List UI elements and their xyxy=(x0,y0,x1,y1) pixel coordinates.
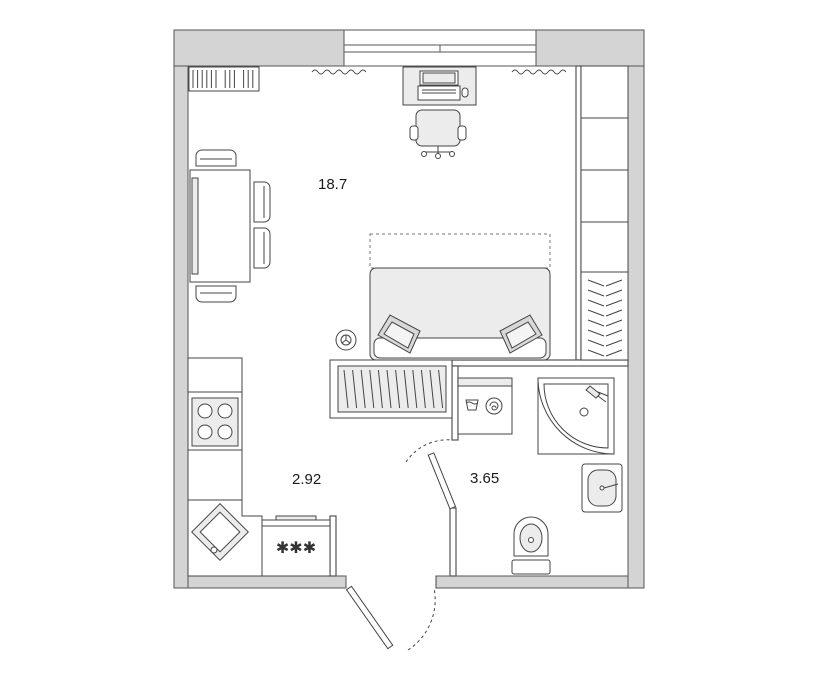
window xyxy=(343,29,537,67)
bookshelf-icon xyxy=(188,66,260,92)
sofa-area-outline xyxy=(369,233,551,269)
svg-text:✱✱✱: ✱✱✱ xyxy=(276,538,316,557)
hanger xyxy=(587,349,605,357)
bathroom-door xyxy=(405,439,457,510)
hanger xyxy=(587,339,605,347)
hanger xyxy=(605,319,623,327)
hanger xyxy=(343,369,349,409)
fridge-icon: ✱✱✱ xyxy=(261,515,331,577)
washbasin-icon xyxy=(581,463,623,513)
hanger xyxy=(605,289,623,297)
hanger xyxy=(369,369,375,409)
hanger xyxy=(605,339,623,347)
kitchen-sink-icon xyxy=(187,499,263,577)
hanger xyxy=(587,309,605,317)
hall-wardrobe-icon xyxy=(329,359,453,419)
room-area-kitchen: 2.92 xyxy=(292,471,321,488)
washing-machine-icon xyxy=(457,377,513,435)
hanger xyxy=(377,369,383,409)
hanger xyxy=(360,369,366,409)
hanger xyxy=(587,279,605,287)
laptop-icon xyxy=(417,70,469,101)
hanger xyxy=(386,369,392,409)
stove-icon xyxy=(191,397,239,447)
hanger xyxy=(429,369,435,409)
hanger xyxy=(438,369,444,409)
room-area-bathroom: 3.65 xyxy=(470,470,499,487)
hanger xyxy=(420,369,426,409)
shower-icon xyxy=(537,377,615,455)
sofa-icon xyxy=(369,267,551,361)
hanger xyxy=(605,329,623,337)
hanger xyxy=(605,309,623,317)
curtains xyxy=(311,69,567,75)
hanger xyxy=(587,319,605,327)
hanger xyxy=(587,329,605,337)
floor-lamp-icon xyxy=(335,329,357,351)
hanger xyxy=(352,369,358,409)
dining-table-icon xyxy=(189,149,271,303)
hanger xyxy=(403,369,409,409)
entrance-door xyxy=(345,576,437,651)
hanger xyxy=(412,369,418,409)
wardrobe-icon xyxy=(580,65,629,361)
hanger xyxy=(587,299,605,307)
hanger xyxy=(605,349,623,357)
hanger xyxy=(605,279,623,287)
hanger xyxy=(587,289,605,297)
hanger xyxy=(605,299,623,307)
toilet-icon xyxy=(511,516,551,575)
room-area-living: 18.7 xyxy=(318,176,347,193)
hanger xyxy=(395,369,401,409)
office-chair-icon xyxy=(409,109,467,159)
